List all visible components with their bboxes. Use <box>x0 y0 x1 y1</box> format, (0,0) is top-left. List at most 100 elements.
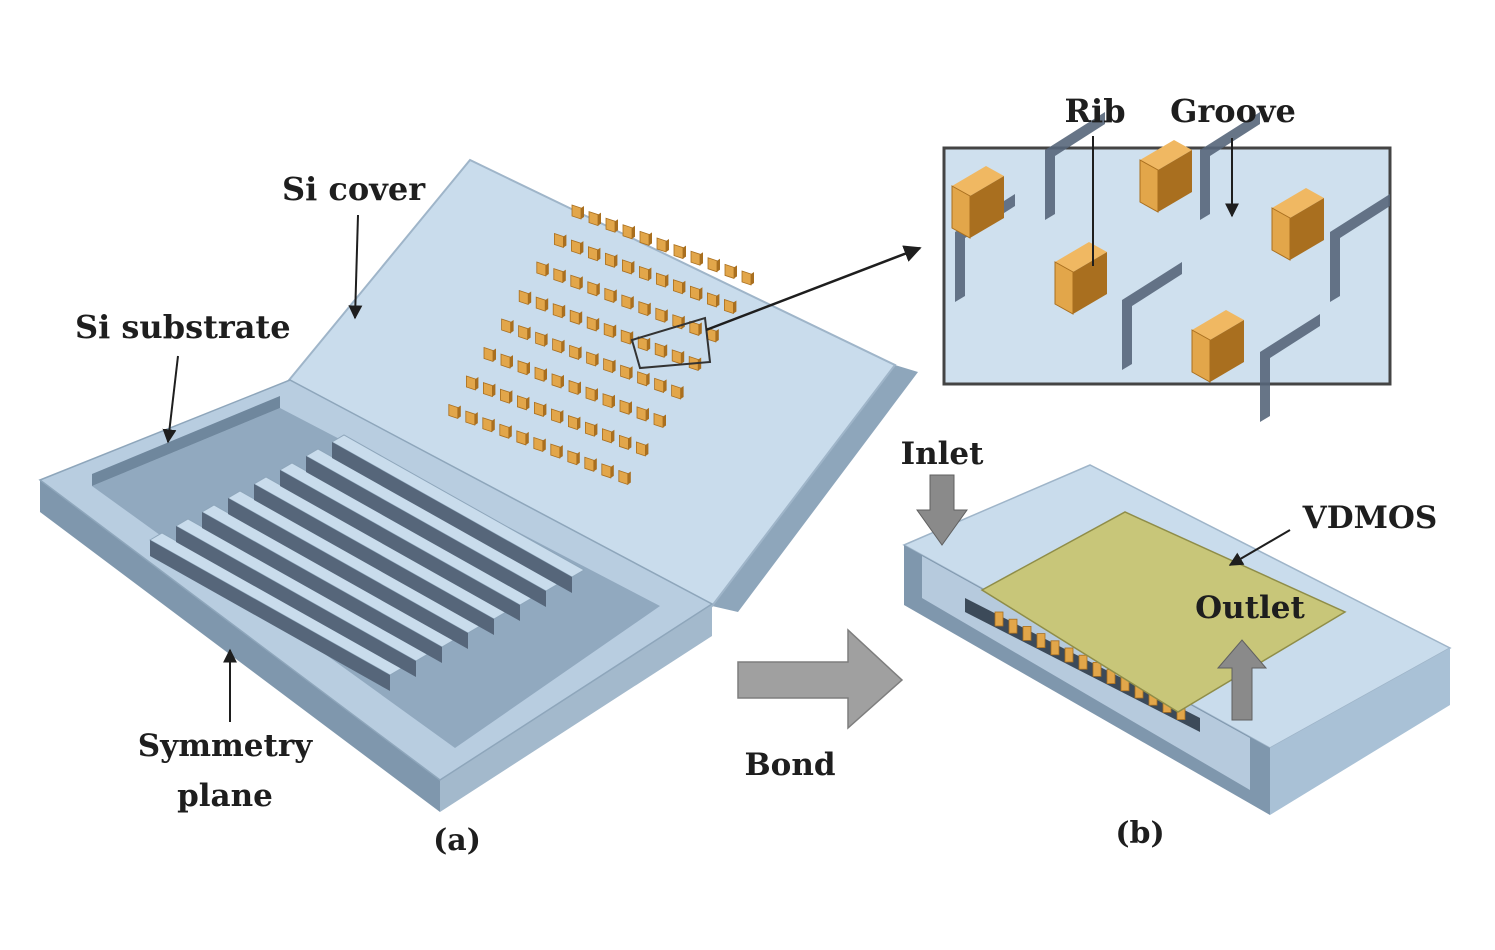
rib <box>605 252 618 268</box>
bond-label: Bond <box>744 747 835 783</box>
rib <box>620 364 633 380</box>
rib <box>1064 647 1074 663</box>
panel-a-caption: (a) <box>433 823 481 858</box>
rib <box>586 351 599 367</box>
outlet-label: Outlet <box>1195 590 1305 626</box>
rib <box>499 388 513 404</box>
panel-b-caption: (b) <box>1115 816 1164 851</box>
rib <box>603 358 616 374</box>
groove <box>1330 194 1390 302</box>
rib <box>517 360 530 376</box>
rib <box>499 423 512 439</box>
rib <box>671 384 684 400</box>
si-cover-label: Si cover <box>282 170 426 208</box>
rib <box>551 408 564 424</box>
si-cover-pointer <box>348 214 363 320</box>
rib <box>568 379 581 396</box>
rib <box>724 298 737 315</box>
inset-rib-array <box>951 140 1324 383</box>
rib <box>1022 626 1032 641</box>
rib <box>585 386 598 402</box>
rib <box>569 344 582 360</box>
rib <box>553 268 566 284</box>
rib <box>690 250 703 266</box>
substrate-inner-wall <box>92 396 280 486</box>
rib <box>724 263 737 279</box>
panel-a-assembly <box>38 158 918 812</box>
substrate-right-face <box>440 604 712 812</box>
rib <box>570 274 583 290</box>
rib <box>1036 633 1046 648</box>
bond-arrow-shape <box>737 628 904 730</box>
rib <box>654 342 668 358</box>
rib <box>707 257 720 273</box>
rib <box>619 399 632 415</box>
rib <box>533 436 546 453</box>
rib <box>690 285 703 301</box>
rib <box>639 265 652 282</box>
rib <box>500 353 513 369</box>
zoom-inset <box>630 112 1392 422</box>
symmetry-plane-label-line2: plane <box>177 778 273 814</box>
inlet-arrow <box>916 474 968 546</box>
rib <box>534 366 547 382</box>
rib <box>638 301 651 317</box>
rib <box>741 270 754 286</box>
rib <box>1050 640 1060 656</box>
si-cover-edge <box>712 365 918 612</box>
rib <box>604 287 617 303</box>
fin <box>330 434 586 593</box>
device-right-face <box>1270 648 1450 815</box>
rib <box>518 325 531 341</box>
rib <box>588 211 601 227</box>
rib <box>656 237 669 253</box>
outlet-arrow <box>1216 639 1268 721</box>
rib <box>618 469 631 486</box>
rib <box>482 417 495 433</box>
rib <box>605 217 618 233</box>
rib <box>622 224 635 240</box>
rib <box>637 371 650 387</box>
rib <box>586 316 600 332</box>
rib-label: Rib <box>1064 92 1125 130</box>
rib <box>1008 618 1018 634</box>
rib <box>536 261 549 277</box>
symmetry-plane-label-line1: Symmetry <box>138 728 313 764</box>
rib <box>602 393 615 409</box>
rib <box>534 401 547 417</box>
rib <box>551 373 564 389</box>
rib <box>517 395 530 411</box>
rib <box>636 406 649 422</box>
rib <box>568 415 581 431</box>
rib <box>637 336 651 352</box>
rib <box>621 294 634 310</box>
rib <box>569 309 583 325</box>
rib <box>689 320 702 336</box>
rib <box>603 322 617 339</box>
si-substrate-label: Si substrate <box>75 308 291 346</box>
rib <box>1191 310 1244 383</box>
rib <box>654 377 667 393</box>
inset-groove-array <box>955 112 1390 422</box>
rib <box>601 463 614 479</box>
rib <box>535 296 549 312</box>
rib <box>620 329 634 345</box>
vdmos-pointer <box>1228 529 1291 566</box>
rib <box>587 281 600 297</box>
rib <box>636 441 649 457</box>
rib <box>619 434 632 450</box>
rib <box>673 244 686 260</box>
rib <box>1092 662 1102 677</box>
rib <box>518 289 532 306</box>
inlet-label: Inlet <box>901 436 985 472</box>
groove <box>1045 112 1105 220</box>
rib <box>602 428 615 444</box>
groove <box>1260 314 1320 422</box>
rib <box>516 430 529 446</box>
bond-arrow <box>737 628 904 730</box>
groove <box>1200 112 1260 220</box>
rib <box>535 331 548 347</box>
rib <box>501 318 514 334</box>
zoom-region-marker <box>630 316 712 370</box>
